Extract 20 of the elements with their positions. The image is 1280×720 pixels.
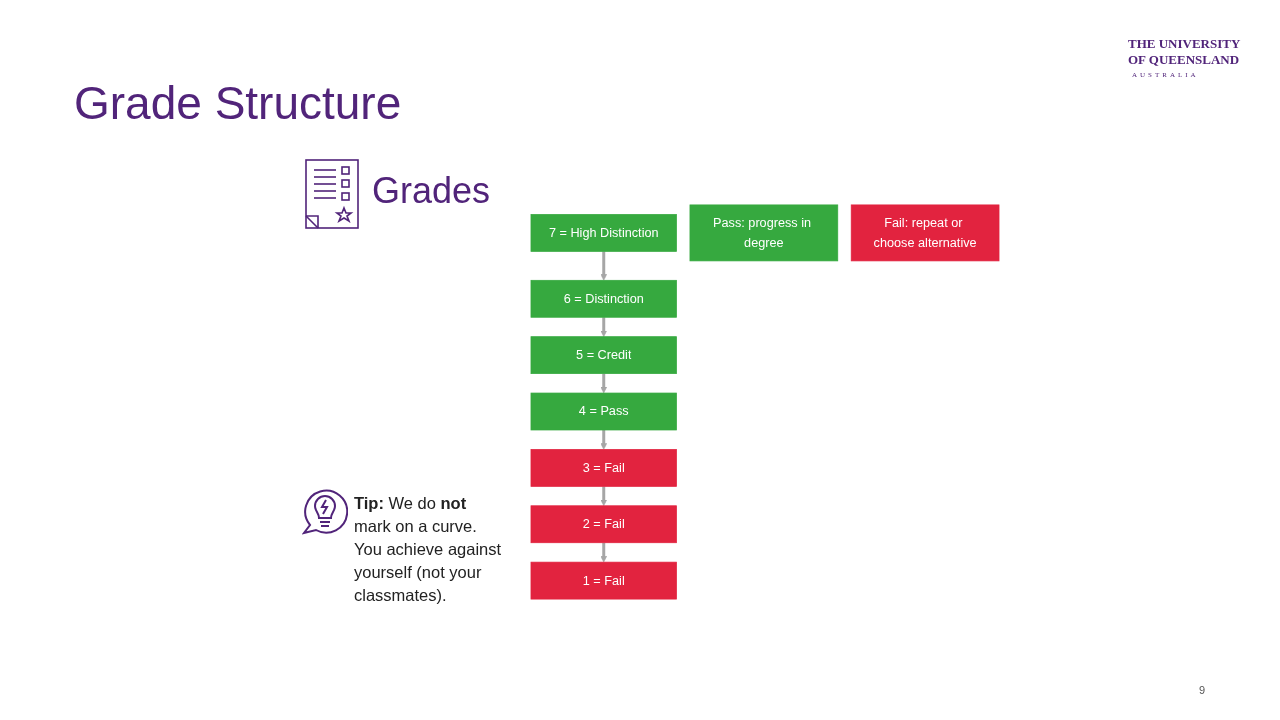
tip-note: Tip: We do not mark on a curve. You achieve against yourself (not your classmates). bbox=[354, 493, 503, 606]
arrow bbox=[600, 373, 608, 394]
grade-box: 7 = High Distinction bbox=[530, 214, 677, 252]
section-heading: Grades bbox=[372, 170, 491, 212]
grade-box: Pass: progress in degree bbox=[689, 204, 839, 262]
arrow bbox=[600, 486, 608, 507]
grade-box: 6 = Distinction bbox=[530, 279, 677, 318]
arrow bbox=[600, 317, 608, 337]
grade-box: 4 = Pass bbox=[530, 392, 677, 431]
grade-box: Fail: repeat or choose alternative bbox=[850, 204, 1000, 262]
slide-title: Grade Structure bbox=[74, 76, 402, 130]
grade-box: 1 = Fail bbox=[530, 561, 677, 600]
grade-box: 2 = Fail bbox=[530, 505, 677, 544]
grade-box: 3 = Fail bbox=[530, 449, 677, 487]
page-number: 9 bbox=[1199, 684, 1206, 696]
university-name: THE UNIVERSITY OF QUEENSLAND bbox=[1128, 36, 1241, 68]
grade-box: 5 = Credit bbox=[530, 336, 677, 374]
arrow bbox=[600, 251, 608, 281]
arrow bbox=[600, 542, 608, 563]
arrow bbox=[600, 430, 608, 450]
